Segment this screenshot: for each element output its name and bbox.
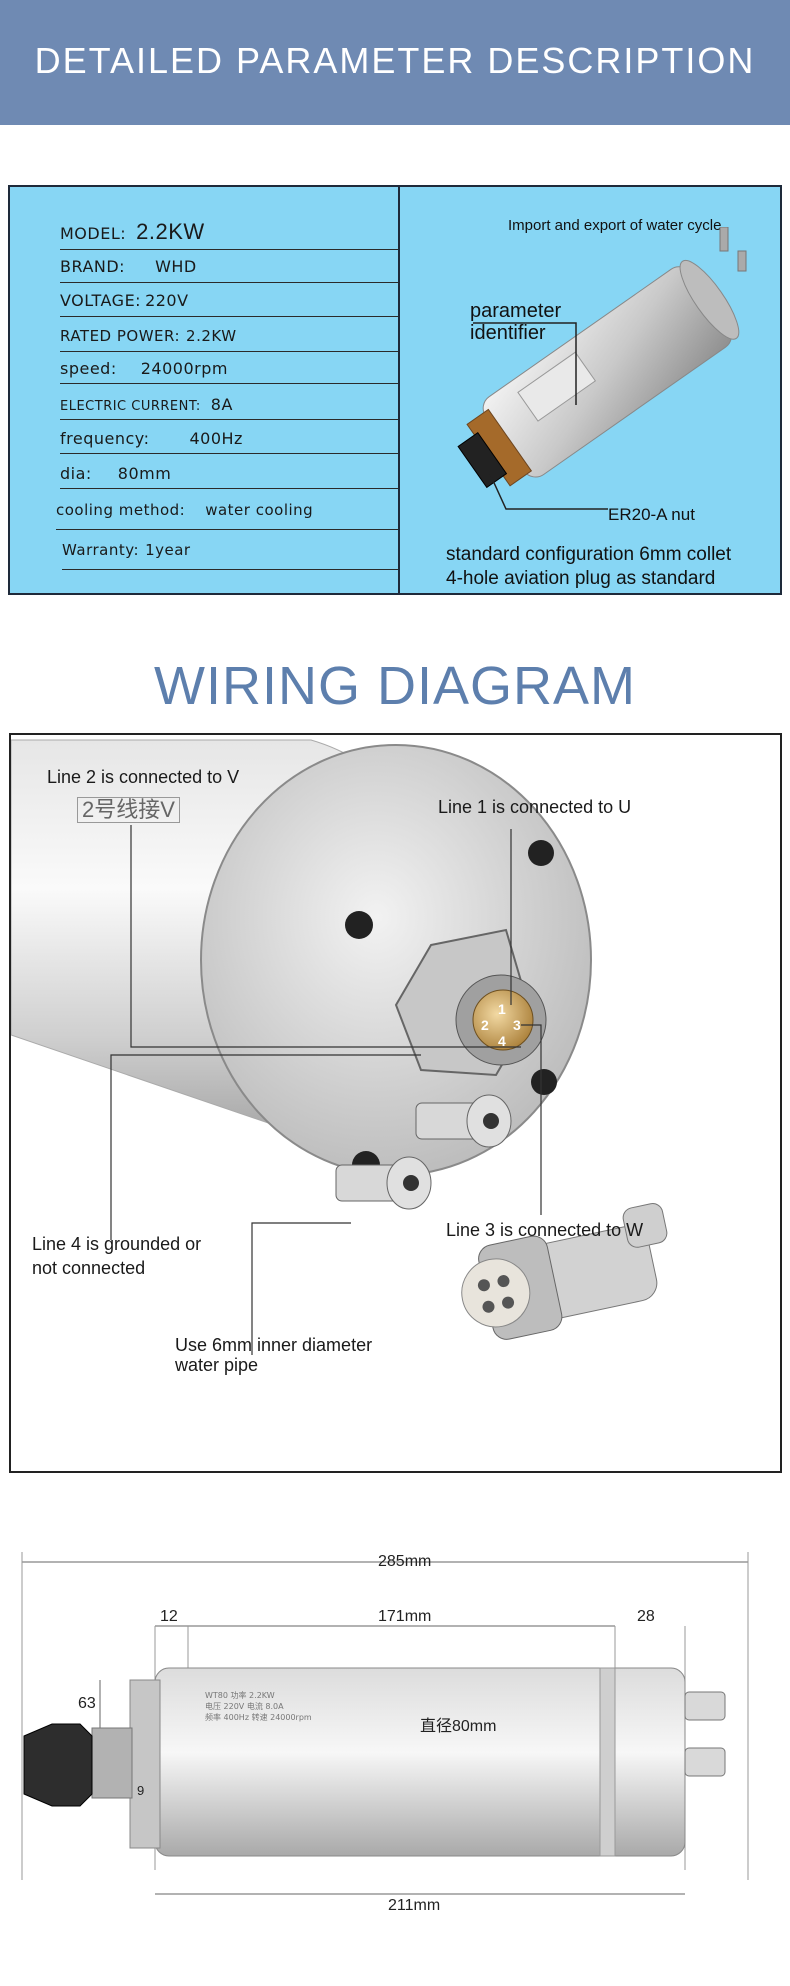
line2-chinese-label: 2号线接V xyxy=(77,797,180,823)
dim-bottom: 211mm xyxy=(388,1897,441,1914)
config-line2: 4-hole aviation plug as standard xyxy=(446,568,716,589)
parameter-identifier-label: parameter identifier xyxy=(470,300,561,344)
param-value: 2.2KW xyxy=(136,219,205,244)
standard-config-text: standard configuration 6mm collet 4-hole… xyxy=(446,543,731,591)
dim-height: 63 xyxy=(78,1695,96,1712)
param-value: water cooling xyxy=(205,501,314,519)
dim-total: 285mm xyxy=(378,1553,432,1570)
wiring-illustration xyxy=(11,739,668,1355)
param-label: speed: xyxy=(60,359,117,378)
param-label: BRAND: xyxy=(60,257,126,276)
pin-4: 4 xyxy=(498,1033,506,1049)
param-label: dia: xyxy=(60,464,92,483)
param-row-dia: dia: 80mm xyxy=(60,464,398,489)
line1-label: Line 1 is connected to U xyxy=(438,797,632,817)
param-row-cooling: cooling method: water cooling xyxy=(56,501,398,530)
param-value: 1year xyxy=(145,541,191,559)
param-row-current: ELECTRIC CURRENT: 8A xyxy=(60,395,398,420)
pin-1: 1 xyxy=(498,1001,506,1017)
dim-body: 171mm xyxy=(378,1608,432,1625)
param-row-brand: BRAND: WHD xyxy=(60,257,398,283)
param-label: frequency: xyxy=(60,429,150,448)
param-value: 400Hz xyxy=(189,429,243,448)
spindle-motor-image xyxy=(457,227,747,510)
parameter-identifier-line2: identifier xyxy=(470,322,546,344)
nameplate-line2: 电压 220V 电流 8.0A xyxy=(205,1702,284,1711)
dimension-drawing xyxy=(21,1552,749,1895)
dim-left-segment: 12 xyxy=(160,1608,178,1625)
param-label: Warranty: xyxy=(62,541,140,559)
water-pipe-label: Use 6mm inner diameter water pipe xyxy=(175,1335,372,1375)
param-row-warranty: Warranty: 1year xyxy=(62,541,398,570)
wiring-diagram-panel: Line 2 is connected to V 2号线接V Line 1 is… xyxy=(9,733,782,1473)
nameplate-line1: WT80 功率 2.2KW xyxy=(205,1691,275,1700)
param-row-frequency: frequency: 400Hz xyxy=(60,429,398,454)
dim-right-segment: 28 xyxy=(637,1608,655,1625)
param-value: 24000rpm xyxy=(140,359,228,378)
config-line1: standard configuration 6mm collet xyxy=(446,544,732,565)
parameter-identifier-line1: parameter xyxy=(470,300,562,322)
parameter-panel: MODEL: 2.2KW BRAND: WHD VOLTAGE:220V RATED… xyxy=(8,185,782,595)
param-label: VOLTAGE: xyxy=(60,291,142,310)
param-value: 8A xyxy=(210,395,233,414)
line4-line2: not connected xyxy=(32,1258,146,1278)
param-value: 2.2KW xyxy=(186,327,237,345)
page-header: DETAILED PARAMETER DESCRIPTION xyxy=(0,0,790,125)
water-pipe-line1: Use 6mm inner diameter xyxy=(175,1335,373,1355)
param-label: ELECTRIC CURRENT: xyxy=(60,399,201,414)
param-row-model: MODEL: 2.2KW xyxy=(60,219,398,250)
pin-3: 3 xyxy=(513,1017,521,1033)
dim-diameter: 直径80mm xyxy=(420,1718,497,1735)
water-pipe-line2: water pipe xyxy=(175,1355,259,1375)
line4-label: Line 4 is grounded or not connected xyxy=(32,1232,201,1280)
pin-2: 2 xyxy=(481,1017,489,1033)
line4-line1: Line 4 is grounded or xyxy=(32,1234,202,1254)
param-value: 80mm xyxy=(117,464,172,483)
param-row-speed: speed: 24000rpm xyxy=(60,359,398,384)
water-cycle-label: Import and export of water cycle xyxy=(508,217,722,234)
line2-label: Line 2 is connected to V xyxy=(47,767,240,787)
spindle-nameplate: WT80 功率 2.2KW 电压 220V 电流 8.0A 频率 400Hz 转… xyxy=(205,1690,312,1723)
param-value: 220V xyxy=(145,291,189,310)
param-label: cooling method: xyxy=(56,501,186,519)
line3-label: Line 3 is connected to W xyxy=(446,1220,644,1240)
er20-nut-label: ER20-A nut xyxy=(608,505,695,524)
wiring-diagram-title: WIRING DIAGRAM xyxy=(154,656,636,716)
param-label: MODEL: xyxy=(60,224,127,243)
param-value: WHD xyxy=(155,257,197,276)
param-row-voltage: VOLTAGE:220V xyxy=(60,291,398,317)
param-row-rated-power: RATED POWER: 2.2KW xyxy=(60,327,398,352)
panel-divider xyxy=(398,187,400,593)
page-title: DETAILED PARAMETER DESCRIPTION xyxy=(34,40,756,81)
dim-small: 9 xyxy=(137,1783,145,1798)
param-label: RATED POWER: xyxy=(60,327,181,345)
nameplate-line3: 频率 400Hz 转速 24000rpm xyxy=(205,1713,312,1722)
